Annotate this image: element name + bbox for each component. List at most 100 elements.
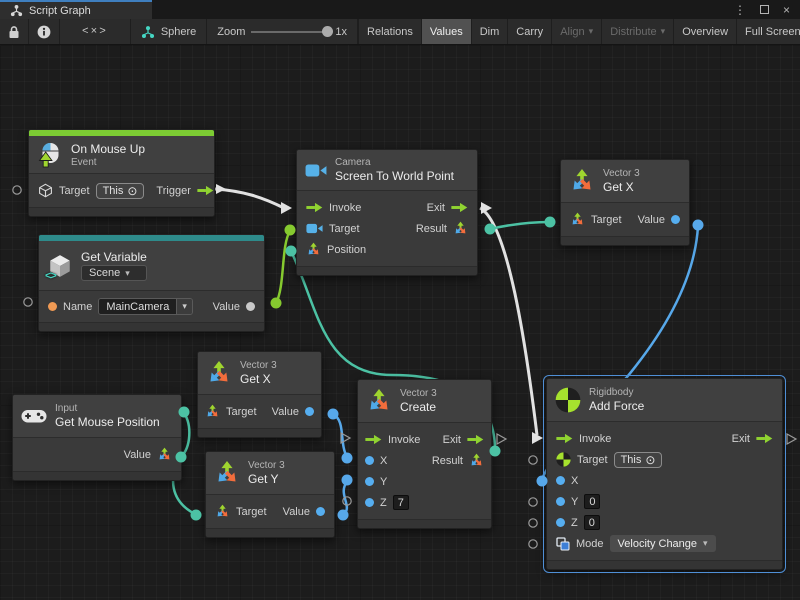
node-on-mouse-up[interactable]: On Mouse Up Event Target This ⊙ Trigger	[28, 129, 215, 217]
flow-arrow-icon[interactable]	[197, 185, 214, 196]
node-type: Vector 3	[603, 168, 640, 179]
port-label-result: Result	[431, 454, 463, 467]
vector3-port-icon[interactable]	[157, 447, 172, 462]
graph-canvas[interactable]: On Mouse Up Event Target This ⊙ Trigger	[0, 45, 800, 600]
wire-result-to-getx-target[interactable]	[489, 220, 551, 231]
name-port[interactable]	[48, 302, 57, 311]
node-title: Add Force	[589, 399, 645, 413]
dim-button[interactable]: Dim	[470, 19, 508, 44]
node-title: On Mouse Up	[71, 141, 146, 156]
wire-exit-to-addforce-invoke[interactable]	[479, 206, 539, 436]
tab-title: Script Graph	[29, 4, 91, 17]
full-screen-button[interactable]: Full Screen	[736, 19, 800, 44]
node-get-variable[interactable]: <> Get Variable Scene ▾ Name MainCamera	[38, 234, 265, 332]
target-this-chip[interactable]: This ⊙	[95, 182, 145, 199]
port-label-name: Name	[63, 300, 93, 313]
node-title: Screen To World Point	[335, 169, 454, 183]
graph-icon	[141, 25, 155, 39]
node-subtitle: Event	[71, 156, 97, 168]
vector3-port-icon[interactable]	[570, 212, 585, 227]
port-label-target: Target	[577, 453, 608, 466]
target-this-chip[interactable]: This ⊙	[613, 451, 663, 468]
titlebar: Script Graph ⋮ ×	[0, 0, 800, 19]
wire-mousepos-to-getx[interactable]	[180, 412, 191, 458]
port-label-value: Value	[212, 300, 240, 313]
wire-variable-to-target[interactable]	[274, 230, 292, 304]
chevron-down-icon: ▾	[660, 26, 666, 36]
vector3-icon	[206, 360, 232, 386]
value-port[interactable]	[316, 507, 325, 516]
variable-scope-dropdown[interactable]: Scene ▾	[81, 265, 147, 281]
node-screen-to-world-point[interactable]: Camera Screen To World Point Invoke Exit…	[296, 149, 478, 276]
zoom-control: Zoom 1x	[207, 19, 359, 44]
close-icon[interactable]: ×	[782, 2, 790, 17]
force-mode-dropdown[interactable]: Velocity Change ▾	[609, 535, 716, 552]
vector3-port-icon[interactable]	[306, 242, 321, 257]
node-title: Get Y	[248, 472, 279, 486]
unity-variable-icon: <>	[45, 253, 73, 282]
value-port[interactable]	[671, 215, 680, 224]
menu-icon[interactable]: ⋮	[733, 2, 746, 17]
node-title: Get X	[603, 180, 634, 194]
node-title: Get X	[240, 372, 271, 386]
overview-button[interactable]: Overview	[673, 19, 736, 44]
node-get-mouse-position[interactable]: Input Get Mouse Position Value	[12, 394, 182, 481]
align-button[interactable]: Align▾	[551, 19, 601, 44]
relations-button[interactable]: Relations	[358, 19, 421, 44]
zoom-slider[interactable]	[251, 26, 334, 37]
rigidbody-port-icon[interactable]	[556, 452, 571, 467]
flow-out-arrow-icon[interactable]	[756, 433, 773, 444]
flow-in-arrow-icon[interactable]	[365, 434, 382, 445]
z-port[interactable]	[365, 498, 374, 507]
port-label-z: Z	[380, 496, 387, 509]
node-add-force[interactable]: Rigidbody Add Force Invoke Exit Target T…	[543, 375, 786, 573]
vector3-port-icon[interactable]	[469, 453, 484, 468]
carry-button[interactable]: Carry	[507, 19, 551, 44]
camera-port-icon[interactable]	[306, 222, 323, 235]
tab-script-graph[interactable]: Script Graph	[0, 0, 152, 19]
y-port[interactable]	[556, 497, 565, 506]
node-vector3-create[interactable]: Vector 3 Create Invoke Exit X Result	[357, 379, 492, 529]
graph-toolbar: <×> Sphere Zoom 1x Relations Values Dim …	[0, 19, 800, 45]
vector3-port-icon[interactable]	[453, 221, 468, 236]
values-button[interactable]: Values	[420, 19, 471, 44]
port-label-x: X	[571, 474, 579, 487]
distribute-button[interactable]: Distribute▾	[601, 19, 673, 44]
value-port[interactable]	[246, 302, 255, 311]
node-vector3-get-x-top[interactable]: Vector 3 Get X Target Value	[560, 159, 690, 246]
wire-trigger-to-invoke[interactable]	[214, 187, 285, 210]
z-value-field[interactable]: 0	[583, 515, 600, 530]
node-vector3-get-y[interactable]: Vector 3 Get Y Target Value	[205, 451, 335, 538]
wire-gety-to-create-y[interactable]	[342, 481, 349, 517]
value-port[interactable]	[305, 407, 314, 416]
toolbar-actions: Relations Values Dim Carry Align▾ Distri…	[358, 19, 800, 44]
variable-name-dropdown[interactable]: MainCamera ▾	[98, 298, 193, 315]
z-port[interactable]	[556, 518, 565, 527]
vector3-port-icon[interactable]	[215, 504, 230, 519]
node-vector3-get-x-mid[interactable]: Vector 3 Get X Target Value	[197, 351, 322, 438]
maximize-icon[interactable]	[759, 5, 769, 14]
flow-in-arrow-icon[interactable]	[306, 202, 323, 213]
lock-button[interactable]	[0, 19, 29, 44]
flow-out-arrow-icon[interactable]	[451, 202, 468, 213]
port-label-y: Y	[380, 475, 388, 488]
wire-getx-to-create-x[interactable]	[332, 412, 349, 458]
port-label-trigger: Trigger	[156, 184, 191, 197]
port-label-z: Z	[571, 516, 578, 529]
node-title: Create	[400, 400, 437, 414]
y-port[interactable]	[365, 477, 374, 486]
code-view-button[interactable]: <×>	[60, 19, 131, 44]
x-port[interactable]	[556, 476, 565, 485]
x-port[interactable]	[365, 456, 374, 465]
flow-out-arrow-icon[interactable]	[467, 434, 484, 445]
graph-reference[interactable]: Sphere	[131, 19, 208, 44]
zoom-slider-handle[interactable]	[322, 26, 334, 37]
node-type: Vector 3	[400, 388, 437, 399]
z-value-field[interactable]: 7	[392, 495, 409, 510]
vector3-port-icon[interactable]	[205, 404, 220, 419]
y-value-field[interactable]: 0	[584, 494, 601, 509]
flow-in-arrow-icon[interactable]	[556, 433, 573, 444]
port-label-target: Target	[329, 222, 360, 235]
info-button[interactable]	[29, 19, 60, 44]
